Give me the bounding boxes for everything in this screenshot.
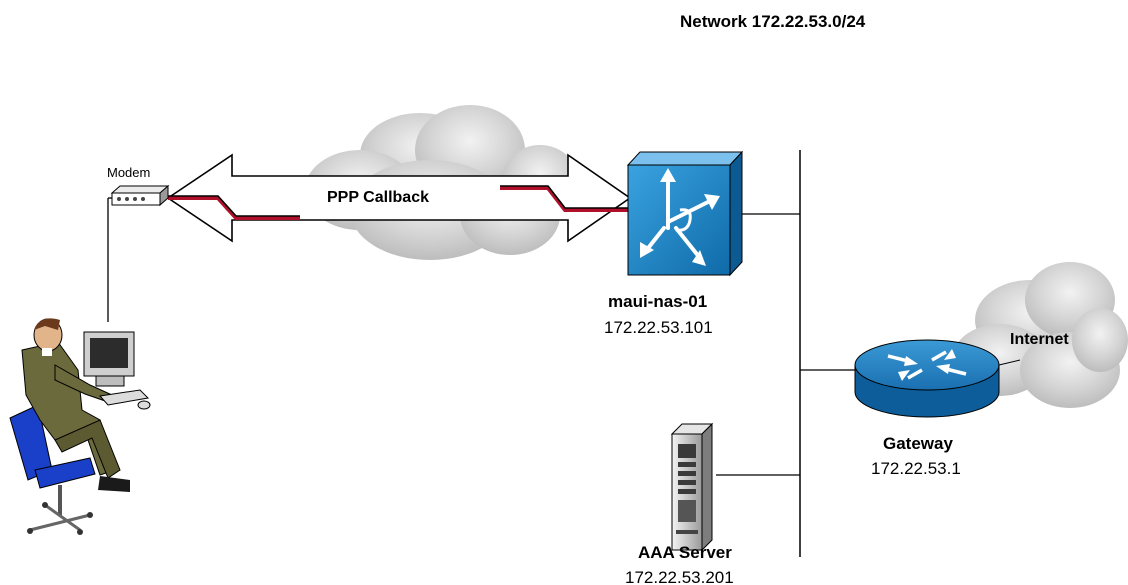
aaa-server-icon [670,422,714,552]
gateway-internet-link [998,359,1021,366]
modem-icon [110,184,170,207]
nas-ip: 172.22.53.101 [604,318,713,337]
internet-label: Internet [1010,331,1069,348]
user-workstation-icon [9,318,151,535]
nas-device-icon [626,150,744,277]
nas-name: maui-nas-01 [608,292,707,311]
aaa-ip: 172.22.53.201 [625,568,734,585]
gateway-router-icon [854,339,1000,418]
network-label: Network 172.22.53.0/24 [680,12,866,31]
ppp-link-line [168,185,628,220]
ppp-callback-label: PPP Callback [327,189,429,206]
internet-cloud [952,262,1128,408]
gateway-ip: 172.22.53.1 [871,459,961,478]
gateway-name: Gateway [883,434,953,453]
aaa-name: AAA Server [638,543,732,562]
modem-label: Modem [107,165,150,180]
